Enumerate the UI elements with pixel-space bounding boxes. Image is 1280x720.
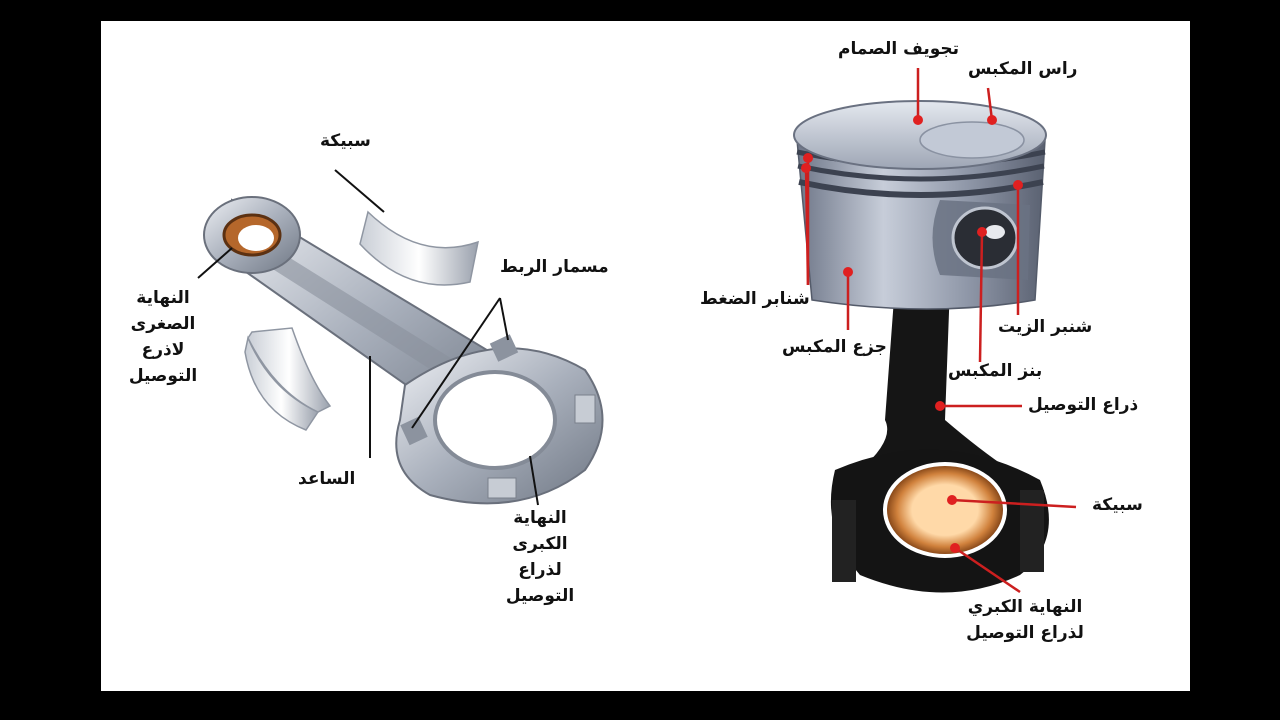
leader-dot	[935, 401, 945, 411]
leader-dot	[803, 153, 813, 163]
leader-dot	[801, 163, 811, 173]
label-big-end-right: النهاية الكبري لذراع التوصيل	[966, 597, 1084, 643]
label-compression-ring: شنابر الضغط	[700, 289, 810, 309]
label-piston-crown: راس المكبس	[968, 59, 1078, 79]
label-shank: الساعد	[298, 469, 356, 489]
leader-piston-pin	[978, 231, 984, 363]
valve-recess-right	[919, 121, 1025, 159]
big-end-cap-lug	[487, 477, 517, 499]
right-leader-lines	[804, 68, 1077, 594]
small-end-bore	[238, 225, 274, 251]
piston-pin	[951, 206, 1019, 270]
right-piston-illustration	[793, 100, 1049, 593]
big-end-bolt-head	[400, 416, 428, 446]
label-piston-skirt: جزع المكبس	[782, 337, 887, 357]
label-small-end: النهاية الصغرى لاذرع التوصيل	[128, 288, 198, 386]
leader-dot	[843, 267, 853, 277]
leader-big-end-right	[954, 546, 1021, 594]
rod-black-shank	[860, 285, 1010, 470]
leader-dot	[977, 227, 987, 237]
big-end-bolt-head	[489, 334, 519, 362]
big-end-cap-lug	[574, 394, 596, 424]
leader-bearing-shell	[334, 169, 385, 213]
left-rod-illustration	[203, 196, 604, 505]
leader-dot	[950, 543, 960, 553]
label-piston-pin: بنز المكبس	[948, 361, 1043, 381]
leader-big-end	[529, 455, 539, 506]
rod-black-bolt	[832, 500, 856, 582]
leader-compression-ring-2	[804, 167, 810, 286]
label-valve-recess: تجويف الصمام	[838, 39, 960, 59]
leader-dot	[947, 495, 957, 505]
label-connecting-bolt: مسمار الربط	[500, 257, 609, 277]
big-end-bore	[433, 370, 557, 470]
leader-small-end	[197, 247, 233, 279]
label-bearing-shell-right: سبيكة	[1092, 495, 1143, 515]
leader-dot	[913, 115, 923, 125]
label-bearing-shell-left: سبيكة	[320, 131, 371, 151]
rod-black-bolt	[1020, 490, 1044, 572]
leader-dot	[987, 115, 997, 125]
leader-piston-crown	[986, 87, 994, 121]
label-big-end-left: النهاية الكبرى لذراع التوصيل	[505, 508, 575, 606]
label-connecting-rod: ذراع التوصيل	[1028, 395, 1139, 415]
leader-bolt-2	[499, 297, 509, 341]
rod-shank-groove	[246, 238, 470, 385]
right-leader-dots	[801, 115, 1023, 553]
bearing-shell-lower	[244, 335, 320, 431]
left-leader-lines	[197, 169, 539, 506]
big-end-bearing-bronze	[883, 462, 1007, 558]
label-oil-ring: شنبر الزيت	[998, 317, 1093, 337]
compression-ring-groove	[797, 163, 1045, 182]
leader-dot	[1013, 180, 1023, 190]
bearing-shell-upper	[359, 210, 479, 286]
leader-bolt-1	[411, 297, 501, 429]
oil-ring-groove	[798, 179, 1044, 198]
leader-bearing	[951, 498, 1077, 509]
